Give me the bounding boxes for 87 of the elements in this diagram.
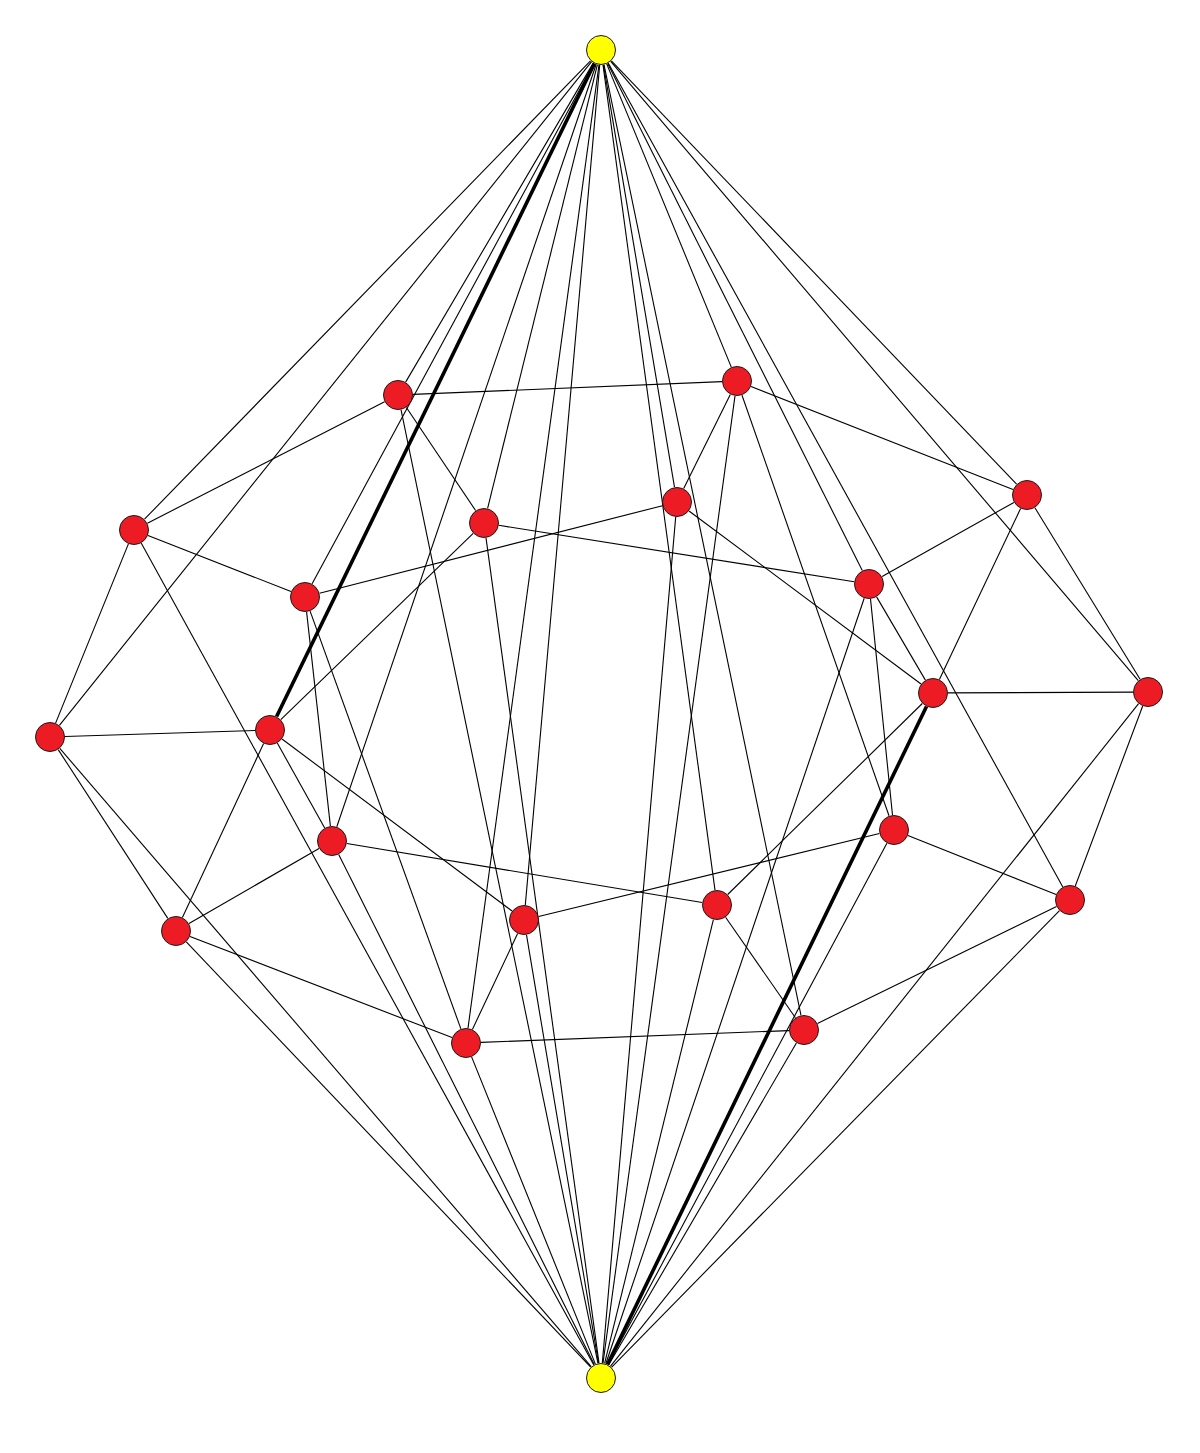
graph-edge [750,385,1014,491]
graph-edge [57,749,169,919]
graph-edge [538,832,880,918]
graph-edge [336,63,597,828]
graph-edge [276,742,326,829]
graph-edge [605,597,865,1365]
graph-edge [608,1042,797,1366]
graph-edge [881,501,1015,578]
graph-vertex [469,508,499,538]
graph-edge [471,933,519,1030]
graph-vertex [35,722,65,752]
graph-edge [727,702,923,896]
graph-edge [64,729,256,738]
graph-edge [306,611,331,827]
graph-edge [185,941,592,1368]
graph-edge [59,747,592,1368]
graph-edge [485,537,600,1364]
graph-vertex [161,916,191,946]
graph-edge [400,409,599,1364]
graph-edge [607,62,1064,888]
graph-edge [1074,705,1144,887]
graph-edge [1034,507,1141,680]
graph-edge [725,916,796,1019]
graph-edge [467,64,600,1029]
graph-vertex [722,366,752,396]
graph-edge [688,510,922,685]
graph-edge [524,64,601,906]
graph-edge [188,847,320,925]
graph-edge [338,853,595,1366]
graph-edge [480,1030,790,1043]
graph-edge [741,394,890,817]
graph-vertex [1133,677,1163,707]
graph-vertex [702,890,732,920]
graph-vertex [255,715,285,745]
graph-edge [405,406,477,512]
graph-edge [146,401,386,524]
graph-edge [907,834,1057,896]
graph-vertex [509,905,539,935]
graph-edge [876,596,926,681]
graph-edge [471,1056,596,1365]
graph-edge [606,63,732,368]
graph-vertex [290,582,320,612]
graph-edge [938,508,1022,680]
graph-edge [189,935,453,1039]
graph-edge [412,381,723,395]
graph-vertex [119,515,149,545]
graph-vertex [1055,885,1085,915]
graph-edge [281,738,513,912]
graph-edge [610,910,1061,1368]
graph-vertex [586,35,616,65]
graph-vertex [383,380,413,410]
graph-vertex [662,487,692,517]
graph-vertex [789,1015,819,1045]
graph-vertex [586,1363,616,1393]
graph-edge [346,842,703,904]
graph-edge [869,598,894,816]
graph-edge [947,691,1134,694]
graph-edge [610,60,1139,682]
graph-edge [602,395,736,1364]
graph-edge [55,543,129,724]
graph-edge [280,532,474,721]
graph-edge [487,64,598,509]
graph-vertex [451,1028,481,1058]
graph-edge [498,524,855,583]
graph-edge [607,62,863,572]
graph-vertex [854,569,884,599]
graph-vertex [918,678,948,708]
graph-edge [602,64,716,891]
graph-edge [58,61,593,726]
graph-edge [309,610,462,1030]
graph-edge [601,516,677,1364]
graph-vertex [879,815,909,845]
graph-edge [603,64,802,1016]
graph-edge [140,542,595,1366]
graph-edge [143,60,592,520]
graph-edge [609,703,1140,1367]
graph-vertex [317,826,347,856]
graph-edge [275,62,596,718]
graph-edge [683,393,731,490]
graph-edge [604,919,714,1364]
graph-edge [816,906,1058,1024]
graph-edge [181,743,265,918]
graph-edge [610,60,1018,485]
graph-vertex [1012,480,1042,510]
graph-edge [318,505,664,594]
graph-edge [147,534,292,593]
graph-edge [605,705,929,1366]
